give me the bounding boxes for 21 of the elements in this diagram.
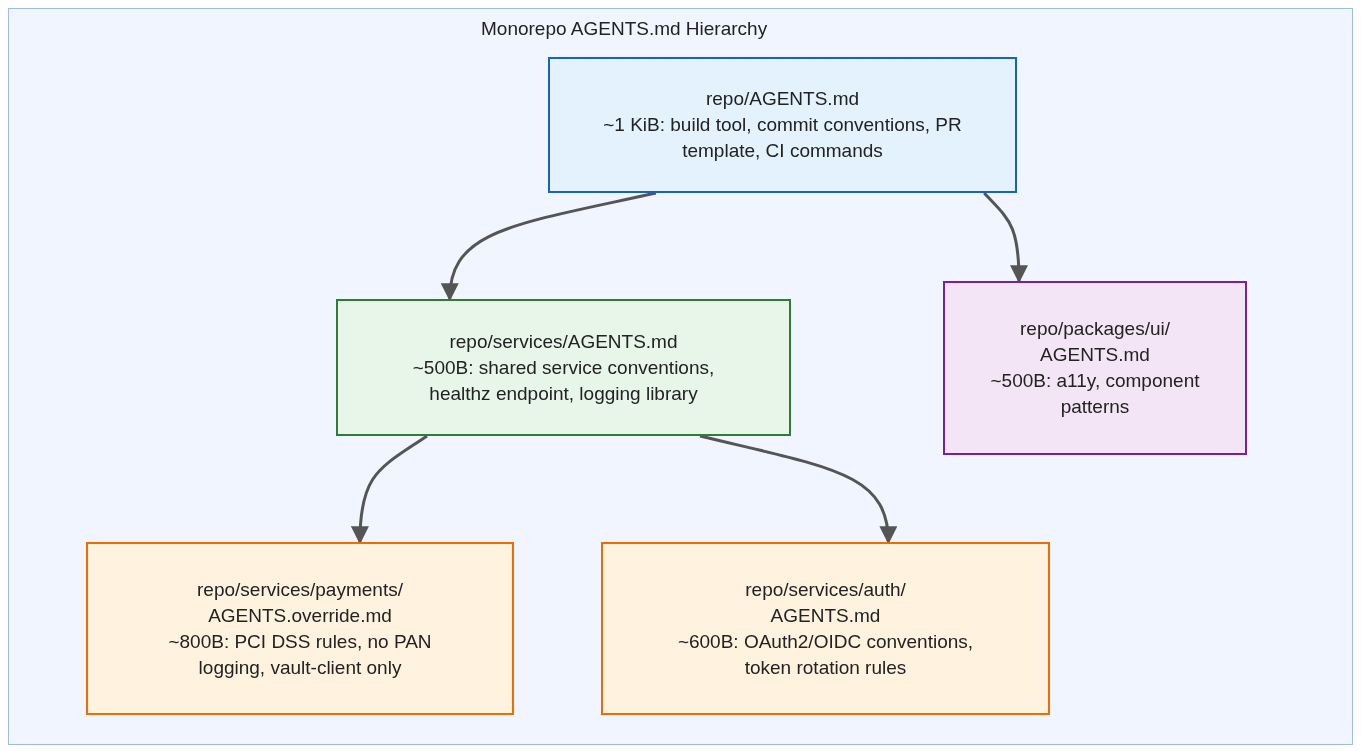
file-box <box>601 542 1050 715</box>
file-path: repo/services/auth/ AGENTS.md <box>744 577 907 628</box>
file-box <box>943 281 1247 455</box>
file-description: ~1 KiB: build tool, commit conventions, PR template, CI commands <box>602 113 963 163</box>
arrow <box>351 434 428 545</box>
file-box <box>548 57 1017 193</box>
file-description: ~800B: PCI DSS rules, no PAN logging, vault-client only <box>167 629 433 680</box>
frame-title: Monorepo AGENTS.md Hierarchy <box>481 17 768 41</box>
arrow <box>983 191 1028 284</box>
frame-panel <box>8 8 1353 745</box>
file-path: repo/AGENTS.md <box>705 87 860 111</box>
arrow <box>699 434 897 545</box>
file-description: ~600B: OAuth2/OIDC conventions, token rotation rules <box>676 629 975 680</box>
file-description: ~500B: a11y, component patterns <box>989 369 1201 419</box>
arrow <box>442 191 657 302</box>
file-path: repo/services/AGENTS.md <box>449 329 678 354</box>
file-box <box>86 542 514 715</box>
file-path: repo/services/payments/ AGENTS.override.md <box>196 577 404 628</box>
file-description: ~500B: shared service conventions, healthz endpoint, logging library <box>411 355 716 406</box>
file-path: repo/packages/ui/ AGENTS.md <box>1019 317 1171 367</box>
file-box <box>336 299 791 436</box>
